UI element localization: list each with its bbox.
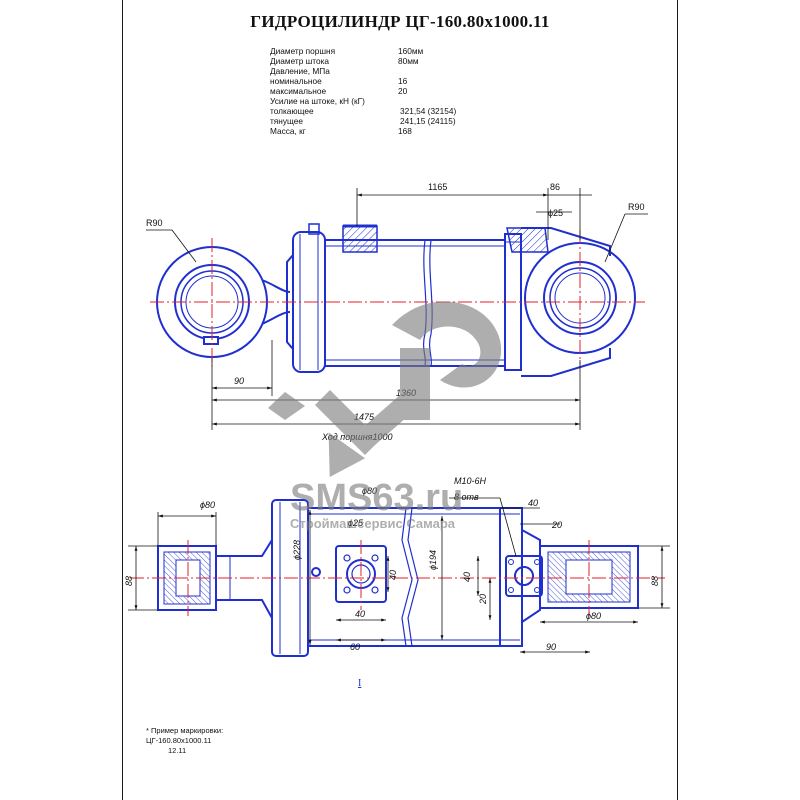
front-head-section — [499, 507, 543, 647]
barrel-section — [308, 507, 520, 647]
top-dimension-texts: ϕ80 ϕ80 ϕ25 М10-6Н 8 отв 40 20 ϕ228 ϕ194… — [124, 476, 660, 652]
spec-value: 241,15 (24115) — [400, 116, 456, 126]
spec-value: 321,54 (32154) — [400, 106, 457, 116]
dim-phi25: ϕ25 — [548, 208, 563, 218]
dim-88-right: 88 — [650, 576, 660, 586]
dim-phi80-left: ϕ80 — [200, 500, 215, 510]
drawing-sheet-frame — [122, 0, 678, 800]
dim-phi25: ϕ25 — [348, 518, 364, 528]
spec-value: 80мм — [398, 56, 419, 66]
marking-line1: * Пример маркировки: — [146, 726, 224, 735]
left-rod-end-section — [157, 536, 273, 622]
dim-60: 60 — [350, 642, 360, 652]
watermark-brand: SMS63.ru — [290, 477, 463, 519]
spec-label: Усилие на штоке, кН (кГ) — [270, 96, 365, 106]
dim-40-b: 40 — [355, 609, 365, 619]
dim-phi194: ϕ194 — [428, 550, 438, 570]
marking-line3: 12.11 — [168, 746, 187, 755]
specs-table: Диаметр поршня 160мм Диаметр штока 80мм Да… — [270, 46, 510, 136]
spec-label: максимальное — [270, 86, 327, 96]
spec-row: толкающее 321,54 (32154) — [270, 106, 510, 116]
top-centerlines — [130, 540, 665, 616]
spec-row: Давление, МПа — [270, 66, 510, 76]
watermark: SMS63.ru Строймашсервис Самара — [268, 301, 502, 531]
spec-row: тянущее 241,15 (24115) — [270, 116, 510, 126]
spec-value: 16 — [398, 76, 408, 86]
dim-1475: 1475 — [354, 412, 375, 422]
watermark-tagline: Строймашсервис Самара — [290, 516, 456, 531]
dim-88-left: 88 — [124, 576, 134, 586]
dim-20-mid: 20 — [478, 594, 488, 605]
section-mark: I — [358, 678, 361, 689]
side-centerlines — [150, 230, 645, 368]
dim-phi80-right: ϕ80 — [586, 611, 601, 621]
spec-label: толкающее — [270, 106, 314, 116]
dim-1165: 1165 — [428, 182, 447, 192]
dim-90-bottom: 90 — [546, 642, 556, 652]
cylinder-barrel — [325, 224, 505, 367]
spec-label: тянущее — [270, 116, 303, 126]
dim-phi80-top: ϕ80 — [362, 486, 377, 496]
spec-row: Масса, кг 168 — [270, 126, 510, 136]
spec-label: номинальное — [270, 76, 322, 86]
right-clevis-section — [539, 545, 639, 609]
dim-40-top: 40 — [528, 498, 538, 508]
spec-row: Диаметр штока 80мм — [270, 56, 510, 66]
spec-label: Давление, МПа — [270, 66, 330, 76]
marking-line2: ЦГ-160.80х1000.11 — [146, 736, 212, 745]
dim-86: 86 — [550, 182, 560, 192]
dim-r90-right: R90 — [628, 202, 645, 212]
dim-8-holes: 8 отв — [454, 492, 479, 502]
rear-head — [286, 223, 326, 373]
top-view: ϕ80 ϕ80 ϕ25 М10-6Н 8 отв 40 20 ϕ228 ϕ194… — [124, 476, 670, 689]
watermark-logo — [268, 301, 502, 478]
spec-value: 20 — [398, 86, 408, 96]
top-dimension-lines — [128, 497, 670, 654]
dim-r90-left: R90 — [146, 218, 163, 228]
spec-row: номинальное 16 — [270, 76, 510, 86]
spec-row: Диаметр поршня 160мм — [270, 46, 510, 56]
spec-row: максимальное 20 — [270, 86, 510, 96]
dim-40-a: 40 — [388, 570, 398, 580]
drawing-title: ГИДРОЦИЛИНДР ЦГ-160.80х1000.11 — [250, 12, 550, 31]
dim-m10: М10-6Н — [454, 476, 487, 486]
spec-label: Масса, кг — [270, 126, 306, 136]
spec-value: 160мм — [398, 46, 424, 56]
spec-label: Диаметр штока — [270, 56, 330, 66]
side-view: 1165 86 ϕ25 R90 R90 90 1360 1475 Ход пор… — [146, 182, 648, 442]
dim-90: 90 — [234, 376, 244, 386]
spec-value: 168 — [398, 126, 412, 136]
dim-40-c: 40 — [462, 572, 472, 582]
dim-20-top: 20 — [551, 520, 562, 530]
spec-label: Диаметр поршня — [270, 46, 336, 56]
marking-example: * Пример маркировки: ЦГ-160.80х1000.11 1… — [146, 726, 223, 756]
spec-row: Усилие на штоке, кН (кГ) — [270, 96, 510, 106]
dim-phi228: ϕ228 — [292, 540, 302, 560]
